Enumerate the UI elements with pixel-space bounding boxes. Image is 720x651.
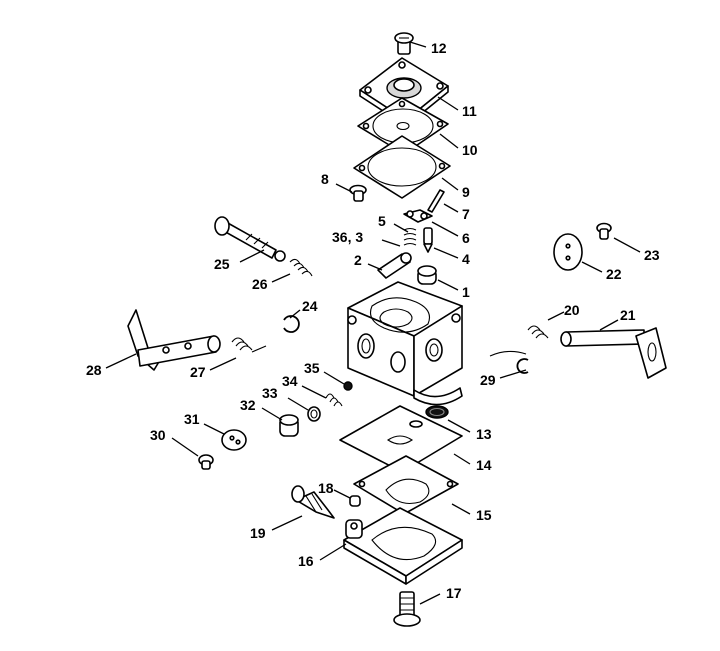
part-27-torsion-spring xyxy=(231,337,267,353)
part-23-screw xyxy=(596,222,612,240)
callout-12: 12 xyxy=(431,40,447,56)
part-25-idle-screw xyxy=(214,216,286,262)
part-6-inlet-lever xyxy=(403,209,433,223)
callout-18: 18 xyxy=(318,480,334,496)
callout-4: 4 xyxy=(462,251,470,267)
part-1-bushing xyxy=(417,265,437,285)
callout-31: 31 xyxy=(184,411,200,427)
part-32-plug xyxy=(279,414,299,437)
callout-6: 6 xyxy=(462,230,470,246)
part-12-screw xyxy=(394,32,414,55)
callout-24: 24 xyxy=(302,298,318,314)
callout-32: 32 xyxy=(240,397,256,413)
callout-14: 14 xyxy=(476,457,492,473)
part-34-spring xyxy=(325,393,343,407)
callout-33: 33 xyxy=(262,385,278,401)
callout-8: 8 xyxy=(321,171,329,187)
part-33-o-ring xyxy=(307,406,321,422)
callout-29: 29 xyxy=(480,372,496,388)
callout-20: 20 xyxy=(564,302,580,318)
callout-27: 27 xyxy=(190,364,206,380)
callout-15: 15 xyxy=(476,507,492,523)
part-8-screw xyxy=(349,184,367,202)
part-16-lower-cover xyxy=(343,507,463,585)
callout-1: 1 xyxy=(462,284,470,300)
callout-19: 19 xyxy=(250,525,266,541)
callout-22: 22 xyxy=(606,266,622,282)
part-14-metering-plate xyxy=(339,405,463,473)
part-35-ball xyxy=(343,381,353,391)
callout-5: 5 xyxy=(378,213,386,229)
part-7-pin xyxy=(427,189,445,213)
part-29-e-clip xyxy=(489,350,529,374)
part-9-gasket xyxy=(353,135,451,199)
part-4-inlet-needle xyxy=(423,227,433,253)
part-17-screw xyxy=(393,591,421,627)
part-13-strainer xyxy=(425,405,449,419)
callout-2: 2 xyxy=(354,252,362,268)
callout-13: 13 xyxy=(476,426,492,442)
part-30-screw xyxy=(198,454,214,470)
part-20-spring xyxy=(527,325,549,339)
callout-7: 7 xyxy=(462,206,470,222)
leader-lines xyxy=(105,41,641,605)
callout-26: 26 xyxy=(252,276,268,292)
part-31-choke-plate xyxy=(221,429,247,451)
part-24-e-clip xyxy=(283,315,300,333)
part-26-spring xyxy=(289,258,313,277)
callout-16: 16 xyxy=(298,553,314,569)
part-21-choke-shaft xyxy=(560,327,667,379)
part-18-plug xyxy=(349,495,361,507)
callout-34: 34 xyxy=(282,373,298,389)
part-5-spring xyxy=(403,227,417,246)
part-2-pin xyxy=(377,252,412,279)
callout-labels: 12 11 10 9 8 7 6 5 36, 3 4 2 1 25 26 24 … xyxy=(86,40,660,601)
callout-11: 11 xyxy=(462,103,477,119)
callout-35: 35 xyxy=(304,360,320,376)
callout-30: 30 xyxy=(150,427,166,443)
callout-25: 25 xyxy=(214,256,230,272)
part-22-throttle-plate xyxy=(553,233,583,271)
carburetor-body xyxy=(347,281,463,406)
callout-10: 10 xyxy=(462,142,478,158)
callout-28: 28 xyxy=(86,362,102,378)
callout-23: 23 xyxy=(644,247,660,263)
part-28-throttle-shaft xyxy=(127,309,221,371)
callout-9: 9 xyxy=(462,184,470,200)
callout-36-3: 36, 3 xyxy=(332,229,363,245)
callout-17: 17 xyxy=(446,585,462,601)
callout-21: 21 xyxy=(620,307,636,323)
part-19-adjust-screw xyxy=(291,485,335,519)
part-15-gasket xyxy=(353,455,459,515)
